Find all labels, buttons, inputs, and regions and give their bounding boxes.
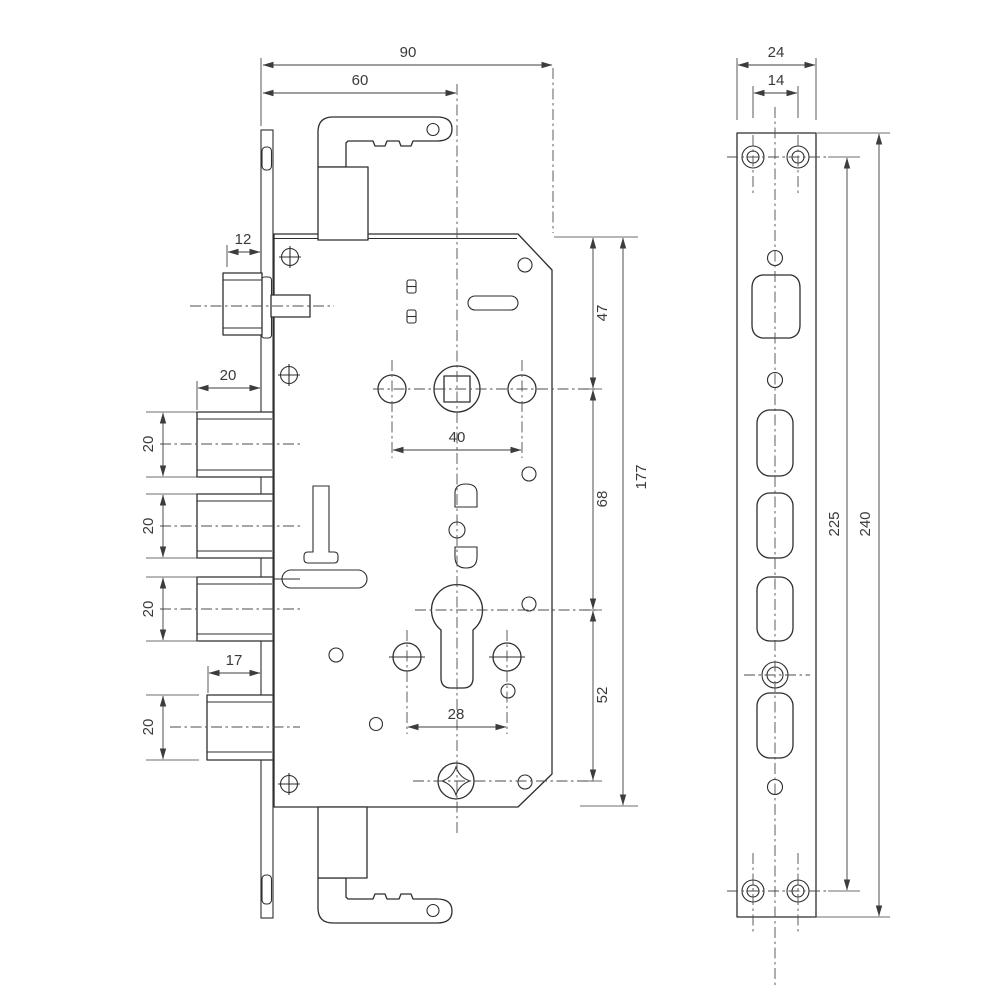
dim-label-20d: 20 <box>140 719 157 736</box>
dim-handle-spacing: 40 <box>392 429 522 454</box>
dim-label-14: 14 <box>768 72 785 89</box>
faceplate-slot-top <box>261 146 273 171</box>
dim-label-60: 60 <box>352 72 369 89</box>
bottom-hook-bolt <box>317 806 453 924</box>
dim-label-177: 177 <box>633 464 650 489</box>
tumbler-dome-upper <box>454 483 478 508</box>
dim-label-52: 52 <box>594 687 611 704</box>
dim-faceplate-width: 24 <box>736 44 817 120</box>
rivet-holes <box>328 257 537 790</box>
dim-case-height: 177 <box>580 237 650 807</box>
dim-deadbolt-throw: 20 <box>196 367 261 410</box>
faceplate-slot-bottom <box>261 874 273 905</box>
hook-pin-hole-bottom <box>426 903 440 918</box>
lever-bar <box>273 569 368 589</box>
deadbolt-1 <box>196 411 273 478</box>
dim-label-68: 68 <box>594 491 611 508</box>
dim-faceplate-length: 240 <box>813 132 890 918</box>
dim-label-47: 47 <box>594 305 611 322</box>
dim-deadbolt1-height: 20 <box>140 411 199 478</box>
dim-label-40: 40 <box>449 429 466 446</box>
dim-label-240: 240 <box>857 511 874 536</box>
dim-aux-height: 20 <box>140 694 199 761</box>
dim-deadbolt2-height: 20 <box>140 493 199 559</box>
dim-label-28: 28 <box>448 706 465 723</box>
dim-chain-right: 47 68 52 <box>554 236 638 782</box>
dim-label-12: 12 <box>235 231 252 248</box>
main-centerlines <box>160 68 596 833</box>
screw-boss-middle <box>278 364 300 386</box>
dim-deadbolt3-height: 20 <box>140 576 199 642</box>
latch-head <box>270 294 311 318</box>
dim-aux-throw: 17 <box>207 652 261 693</box>
stopper-pin <box>303 485 339 564</box>
faceplate-outline <box>736 132 817 918</box>
dim-screw-spacing: 225 <box>826 156 860 892</box>
dim-backset: 60 <box>262 72 457 97</box>
faceplate-view: 24 14 225 240 <box>727 44 890 985</box>
lock-case <box>273 233 553 808</box>
spring-stack-icon <box>406 279 417 324</box>
dim-label-24: 24 <box>768 44 785 61</box>
tumbler-dome-lower <box>454 546 478 569</box>
spring-slot <box>467 295 519 311</box>
main-view: 90 60 12 20 17 <box>140 44 650 924</box>
latch-slot <box>260 276 273 339</box>
dim-screw-offset: 14 <box>752 72 799 118</box>
dim-label-90: 90 <box>400 44 417 61</box>
dim-label-20b: 20 <box>140 518 157 535</box>
dim-label-20w: 20 <box>220 367 237 384</box>
aux-bolt <box>206 694 273 761</box>
screw-boss-bottom <box>278 773 300 795</box>
main-dimensions: 90 60 12 20 17 <box>140 44 650 807</box>
faceplate-edge <box>260 129 274 919</box>
faceplate-centerlines <box>727 107 827 985</box>
dim-cylinder-screw-spacing: 28 <box>407 706 507 731</box>
dim-label-225: 225 <box>826 511 843 536</box>
hook-pin-hole <box>426 122 440 137</box>
latch-bolt <box>222 272 311 336</box>
dim-label-17: 17 <box>226 652 243 669</box>
cylinder-hole <box>430 583 484 689</box>
dim-label-20c: 20 <box>140 601 157 618</box>
screw-boss-top <box>279 246 301 268</box>
dim-latch-throw: 12 <box>226 231 261 267</box>
dim-case-depth: 90 <box>260 44 553 126</box>
deadbolt-3 <box>196 576 273 642</box>
dim-label-20a: 20 <box>140 436 157 453</box>
latch-cutout <box>751 274 801 339</box>
top-hook-bolt <box>317 116 453 241</box>
faceplate-dimensions: 24 14 225 240 <box>736 44 890 918</box>
